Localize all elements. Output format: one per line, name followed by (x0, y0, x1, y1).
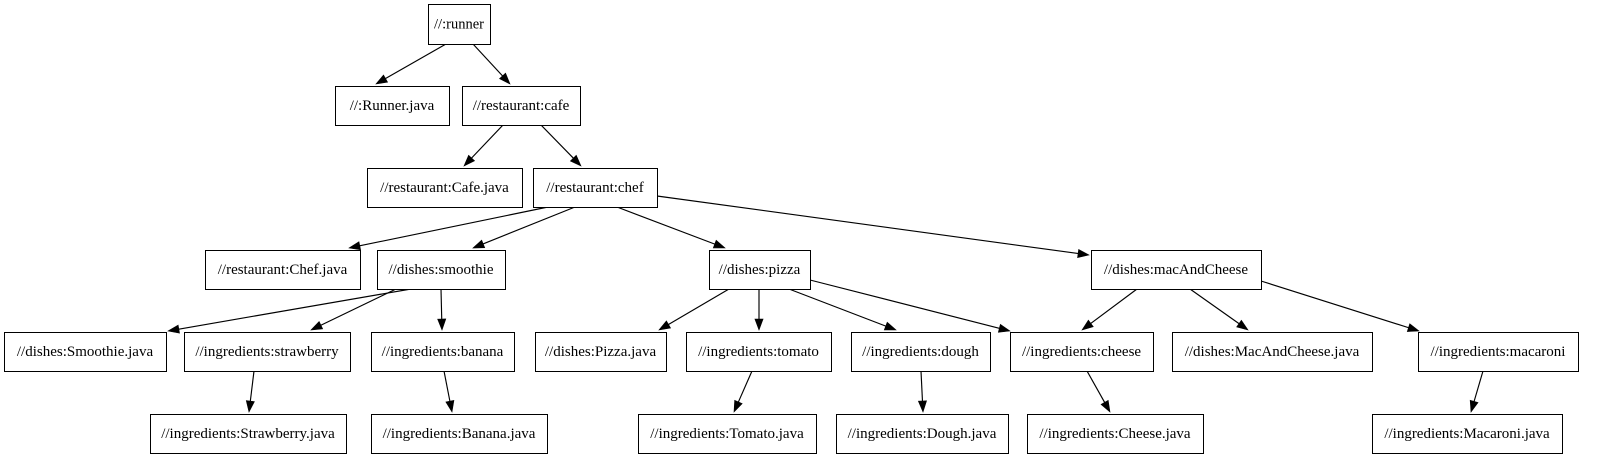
graph-edge (437, 288, 447, 331)
graph-edge (472, 43, 511, 85)
node-label: //ingredients:banana (382, 344, 504, 360)
node-box[interactable] (377, 250, 506, 290)
node-box[interactable] (1027, 414, 1204, 454)
node-box[interactable] (371, 332, 515, 372)
node-label: //dishes:smoothie (389, 262, 494, 278)
graph-node-pizza_java[interactable]: //dishes:Pizza.java (535, 332, 667, 372)
node-box[interactable] (1172, 332, 1373, 372)
node-label: //dishes:macAndCheese (1104, 262, 1248, 278)
graph-node-ing_dough[interactable]: //ingredients:dough (851, 332, 991, 372)
graph-node-restaurant_cafe[interactable]: //restaurant:cafe (462, 86, 581, 126)
node-label: //ingredients:Tomato.java (650, 426, 804, 442)
node-label: //ingredients:strawberry (195, 344, 339, 360)
graph-node-dishes_pizza[interactable]: //dishes:pizza (709, 250, 811, 290)
graph-node-dishes_smoothie[interactable]: //dishes:smoothie (377, 250, 506, 290)
node-box[interactable] (709, 250, 811, 290)
node-box[interactable] (1091, 250, 1262, 290)
graph-edge (463, 124, 504, 167)
graph-edge (809, 279, 1011, 333)
graph-node-banana_java[interactable]: //ingredients:Banana.java (371, 414, 548, 454)
node-box[interactable] (205, 250, 361, 290)
graph-node-strawberry_java[interactable]: //ingredients:Strawberry.java (150, 414, 347, 454)
graph-edge (754, 289, 764, 331)
graph-edge (788, 288, 897, 331)
node-box[interactable] (1372, 414, 1563, 454)
node-label: //ingredients:macaroni (1431, 344, 1566, 360)
node-label: //ingredients:dough (862, 344, 979, 360)
graph-node-ing_macaroni[interactable]: //ingredients:macaroni (1418, 332, 1579, 372)
node-label: //dishes:Pizza.java (545, 344, 657, 360)
node-label: //:Runner.java (350, 98, 435, 114)
node-label: //restaurant:cafe (473, 98, 570, 114)
graph-node-tomato_java[interactable]: //ingredients:Tomato.java (638, 414, 817, 454)
graph-edge (540, 124, 582, 167)
node-label: //ingredients:Banana.java (383, 426, 536, 442)
graph-node-ing_strawberry[interactable]: //ingredients:strawberry (184, 332, 351, 372)
graph-node-restaurant_chef[interactable]: //restaurant:chef (533, 168, 658, 208)
node-box[interactable] (367, 168, 523, 208)
node-label: //ingredients:Cheese.java (1039, 426, 1191, 442)
graph-node-macandcheese_java[interactable]: //dishes:MacAndCheese.java (1172, 332, 1373, 372)
node-box[interactable] (533, 168, 658, 208)
nodes-layer: //:runner //:Runner.java //restaurant:cafe… (4, 4, 1579, 454)
graph-edge (310, 288, 397, 331)
graph-edge (656, 195, 1090, 258)
graph-edge (375, 43, 447, 85)
graph-edge (1081, 288, 1138, 331)
node-label: //restaurant:Cafe.java (380, 180, 509, 196)
node-label: //dishes:Smoothie.java (17, 344, 154, 360)
graph-node-runner_java[interactable]: //:Runner.java (335, 86, 450, 126)
node-label: //restaurant:Chef.java (218, 262, 348, 278)
graph-node-smoothie_java[interactable]: //dishes:Smoothie.java (4, 332, 167, 372)
graph-edge (472, 206, 576, 249)
node-label: //dishes:MacAndCheese.java (1185, 344, 1360, 360)
node-box[interactable] (428, 4, 491, 45)
graph-edge (1189, 288, 1249, 331)
graph-edge (1260, 280, 1420, 332)
node-box[interactable] (4, 332, 167, 372)
node-box[interactable] (335, 86, 450, 126)
node-box[interactable] (371, 414, 548, 454)
graph-edge (245, 370, 255, 413)
node-box[interactable] (462, 86, 581, 126)
node-label: //dishes:pizza (719, 262, 801, 278)
graph-node-ing_banana[interactable]: //ingredients:banana (371, 332, 515, 372)
graph-node-ing_cheese[interactable]: //ingredients:cheese (1010, 332, 1154, 372)
graph-edge (1469, 370, 1484, 413)
graph-node-cafe_java[interactable]: //restaurant:Cafe.java (367, 168, 523, 208)
graph-node-ing_tomato[interactable]: //ingredients:tomato (686, 332, 832, 372)
node-label: //ingredients:Strawberry.java (161, 426, 335, 442)
node-label: //ingredients:Dough.java (848, 426, 997, 442)
graph-edge (1086, 370, 1111, 413)
graph-node-runner[interactable]: //:runner (428, 4, 491, 45)
node-box[interactable] (638, 414, 817, 454)
graph-edge (616, 206, 726, 249)
node-label: //restaurant:chef (546, 180, 643, 196)
node-label: //ingredients:cheese (1022, 344, 1141, 360)
graph-edge (443, 370, 455, 413)
node-label: //ingredients:Macaroni.java (1384, 426, 1550, 442)
node-box[interactable] (1418, 332, 1579, 372)
edges-layer (167, 43, 1484, 413)
node-box[interactable] (836, 414, 1009, 454)
node-label: //ingredients:tomato (698, 344, 819, 360)
node-box[interactable] (535, 332, 667, 372)
graph-edge (167, 288, 412, 334)
graph-node-chef_java[interactable]: //restaurant:Chef.java (205, 250, 361, 290)
node-box[interactable] (184, 332, 351, 372)
node-box[interactable] (686, 332, 832, 372)
graph-edge (658, 288, 730, 331)
node-box[interactable] (150, 414, 347, 454)
node-box[interactable] (851, 332, 991, 372)
graph-node-dishes_macandchs[interactable]: //dishes:macAndCheese (1091, 250, 1262, 290)
graph-node-macaroni_java[interactable]: //ingredients:Macaroni.java (1372, 414, 1563, 454)
graph-node-dough_java[interactable]: //ingredients:Dough.java (836, 414, 1009, 454)
node-label: //:runner (434, 16, 484, 32)
graph-node-cheese_java[interactable]: //ingredients:Cheese.java (1027, 414, 1204, 454)
graph-edge (733, 370, 753, 413)
node-box[interactable] (1010, 332, 1154, 372)
graph-edge (348, 206, 549, 251)
graph-edge (917, 370, 927, 413)
